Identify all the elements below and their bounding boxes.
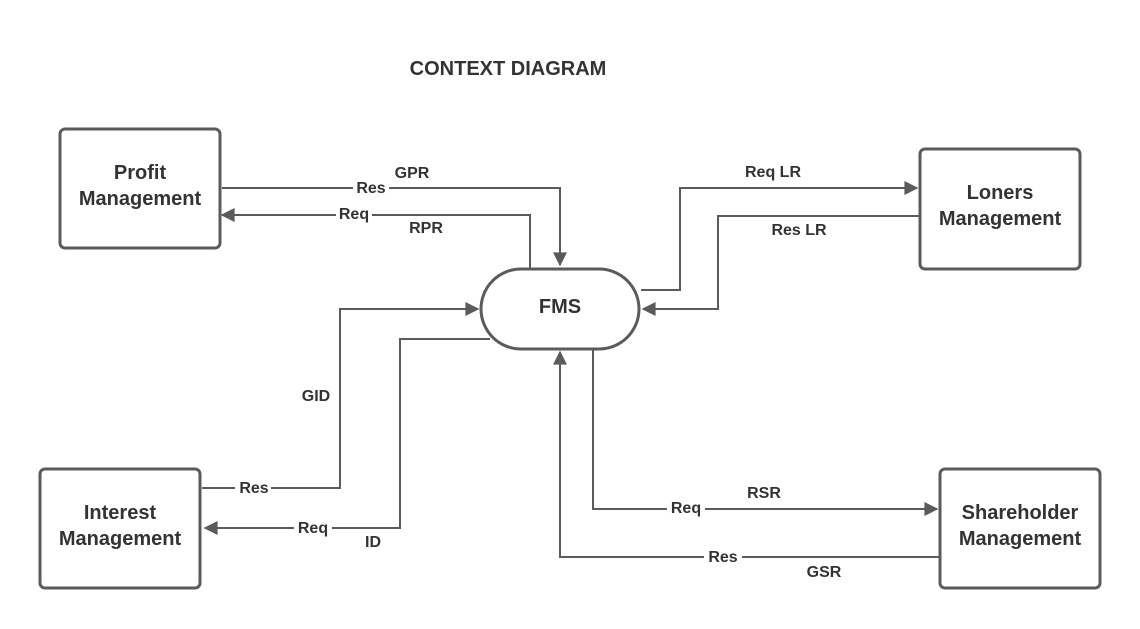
- entity-shareholder-line2: Management: [959, 528, 1082, 550]
- entity-profit-line1: Profit: [114, 162, 167, 184]
- entity-loners-management: Loners Management: [918, 147, 1082, 271]
- flow-line-fms-to-shareholder: [592, 349, 939, 516]
- flow-label-share-res: Res: [708, 549, 737, 566]
- flow-label-id: ID: [365, 534, 381, 551]
- entity-loners-line2: Management: [939, 208, 1062, 230]
- process-fms: FMS: [479, 267, 641, 351]
- flow-label-req-lr: Req LR: [745, 164, 801, 181]
- flow-label-profit-req: Req: [339, 206, 369, 223]
- flow-line-fms-to-profit: [220, 208, 531, 268]
- entity-interest-line1: Interest: [84, 502, 157, 524]
- flow-line-profit-to-fms: [222, 187, 567, 267]
- flow-label-profit-res: Res: [356, 180, 385, 197]
- flow-label-interest-res: Res: [239, 480, 268, 497]
- flow-label-share-req: Req: [671, 500, 701, 517]
- entity-shareholder-line1: Shareholder: [962, 502, 1079, 524]
- entity-interest-line2: Management: [59, 528, 182, 550]
- flow-label-rsr: RSR: [747, 485, 781, 502]
- flow-line-shareholder-to-fms: [553, 350, 940, 558]
- flow-label-gid: GID: [302, 388, 330, 405]
- flow-line-loners-to-fms: [641, 215, 919, 316]
- flow-label-gsr: GSR: [807, 564, 842, 581]
- flow-label-gpr: GPR: [395, 165, 430, 182]
- entity-profit-line2: Management: [79, 188, 202, 210]
- flow-label-rpr: RPR: [409, 220, 443, 237]
- entity-interest-management: Interest Management: [38, 467, 202, 590]
- flow-line-fms-to-loners: [641, 181, 919, 291]
- entity-profit-management: Profit Management: [58, 127, 222, 250]
- diagram-title: CONTEXT DIAGRAM: [410, 58, 607, 80]
- process-fms-label: FMS: [539, 296, 581, 318]
- flow-line-interest-to-fms: [202, 302, 480, 489]
- entity-shareholder-management: Shareholder Management: [938, 467, 1102, 590]
- flow-label-res-lr: Res LR: [771, 222, 827, 239]
- entity-loners-line1: Loners: [967, 182, 1034, 204]
- flow-label-interest-req: Req: [298, 520, 328, 537]
- flow-line-fms-to-interest: [203, 338, 490, 535]
